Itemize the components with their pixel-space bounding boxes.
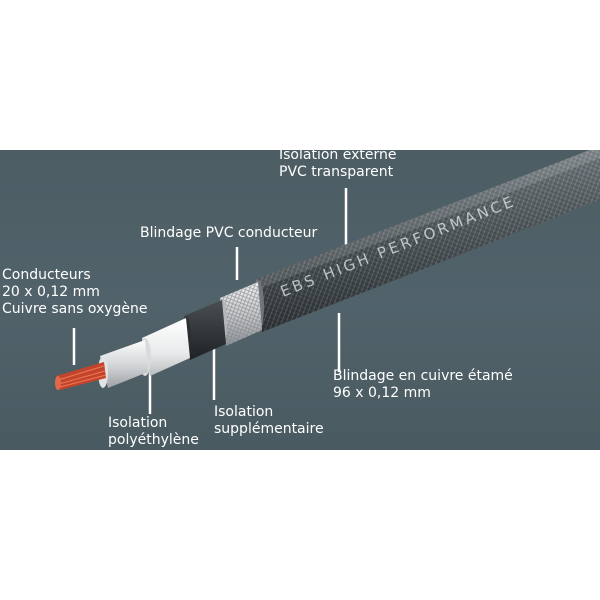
cable-print-text: EBS HIGH PERFORMANCE [278, 192, 518, 301]
extra-insulation-layer [142, 318, 190, 376]
polyethylene-insulation [100, 340, 148, 388]
label-conductors: Conducteurs 20 x 0,12 mm Cuivre sans oxy… [2, 267, 148, 317]
cable-illustration: EBS HIGH PERFORMANCE [55, 150, 600, 414]
label-poly-insulation: Isolation polyéthylène [108, 415, 199, 448]
label-outer-insulation: Isolation externe PVC transparent [279, 147, 397, 180]
diagram-panel: EBS HIGH PERFORMANCE [0, 150, 600, 450]
conductive-pvc-layer [184, 300, 226, 360]
label-tinned-shield: Blindage en cuivre étamé 96 x 0,12 mm [333, 368, 513, 401]
label-extra-insulation: Isolation supplémentaire [214, 404, 324, 437]
label-pvc-shield: Blindage PVC conducteur [140, 225, 318, 241]
